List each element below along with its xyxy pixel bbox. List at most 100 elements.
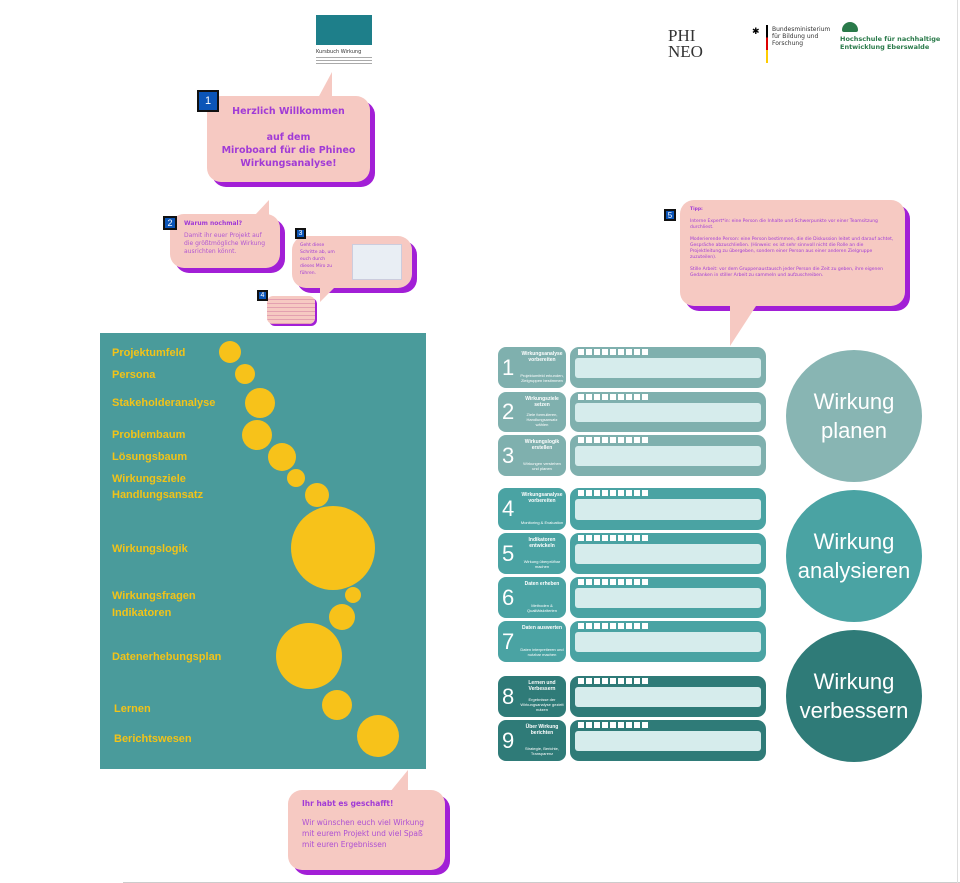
bubble-title: Ihr habt es geschafft!	[302, 799, 394, 808]
yellow-dot[interactable]	[329, 604, 355, 630]
step-subtitle: Projektumfeld erkunden, Zielgruppen best…	[520, 373, 564, 383]
yellow-dot[interactable]	[242, 420, 272, 450]
step-number: 7	[502, 628, 515, 654]
method-board[interactable]: Projektumfeld Persona Stakeholderanalyse…	[100, 333, 426, 769]
step-badge-5: 5	[664, 209, 676, 221]
yellow-dot[interactable]	[268, 443, 296, 471]
tree-icon	[842, 22, 858, 32]
step-frame-2[interactable]	[570, 392, 766, 432]
board-label[interactable]: Wirkungslogik	[112, 543, 188, 555]
step-subtitle: Daten interpretieren und nutzbar machen	[520, 647, 564, 657]
frame-header	[578, 623, 648, 629]
board-label[interactable]: Wirkungsziele	[112, 473, 186, 485]
step-frame-7[interactable]	[570, 621, 766, 662]
bubble-tail	[730, 306, 756, 346]
frame-header	[578, 579, 648, 585]
yellow-dot[interactable]	[305, 483, 329, 507]
step-frame-6[interactable]	[570, 577, 766, 618]
board-label[interactable]: Projektumfeld	[112, 347, 186, 359]
step-frame-4[interactable]	[570, 488, 766, 530]
frame-header	[578, 394, 648, 400]
board-label[interactable]: Indikatoren	[112, 607, 172, 619]
tip-line: Moderierende Person: eine Person bestimm…	[690, 237, 894, 260]
eagle-icon: ✱	[752, 27, 760, 37]
bubble-text: Geht diese Schritte ab, um euch durch di…	[300, 243, 335, 276]
step-number: 9	[502, 727, 515, 753]
step-number: 3	[502, 442, 515, 468]
why-bubble: Warum nochmal? Damit ihr euer Projekt au…	[170, 214, 280, 268]
frame-content	[575, 544, 761, 564]
step-subtitle: Wirkung überprüfbar machen	[523, 559, 561, 569]
yellow-dot[interactable]	[219, 341, 241, 363]
step-title: Wirkungsanalyse vorbereiten	[521, 351, 563, 363]
frame-header	[578, 349, 648, 355]
flag-bar	[766, 25, 768, 63]
board-label[interactable]: Wirkungsfragen	[112, 590, 196, 602]
kursbuch-thumbnail[interactable]: Kursbuch Wirkung	[316, 15, 372, 69]
bmbf-text: Bundesministerium für Bildung und Forsch…	[772, 26, 831, 47]
step-number: 8	[502, 683, 515, 709]
yellow-dot[interactable]	[235, 364, 255, 384]
yellow-dot[interactable]	[287, 469, 305, 487]
yellow-dot[interactable]	[357, 715, 399, 757]
frame-content	[575, 687, 761, 707]
bmbf-logo: ✱ Bundesministerium für Bildung und Fors…	[752, 25, 831, 63]
phineo-logo: PHI NEO	[668, 26, 703, 61]
board-label[interactable]: Lernen	[114, 703, 151, 715]
yellow-dot[interactable]	[345, 587, 361, 603]
tip-title: Tipp:	[690, 207, 703, 212]
frame-content	[575, 588, 761, 608]
step-subtitle: Wirkungen verstehen und planen	[523, 461, 561, 471]
navigate-bubble: Geht diese Schritte ab, um euch durch di…	[292, 236, 412, 288]
canvas-border	[957, 0, 958, 883]
board-label[interactable]: Stakeholderanalyse	[112, 397, 216, 409]
step-number: 5	[502, 540, 515, 566]
step-frame-8[interactable]	[570, 676, 766, 717]
step-number: 4	[502, 496, 515, 521]
step-title: Indikatoren entwickeln	[528, 537, 556, 549]
step-badge-3: 3	[295, 228, 306, 239]
thumbnail-title: Kursbuch Wirkung	[316, 49, 362, 55]
board-label[interactable]: Datenerhebungsplan	[112, 651, 222, 663]
small-bubble	[267, 296, 315, 324]
step-badge-2: 2	[163, 216, 177, 230]
yellow-dot[interactable]	[276, 623, 342, 689]
yellow-dot[interactable]	[322, 690, 352, 720]
tip-bubble: Tipp: Interne Expert*in: eine Person die…	[680, 200, 905, 306]
step-frame-9[interactable]	[570, 720, 766, 761]
frame-content	[575, 499, 761, 520]
frame-header	[578, 535, 648, 541]
tip-line: Interne Expert*in: eine Person die Inhal…	[690, 219, 878, 230]
step-subtitle: Methoden & Qualitätskriterien	[526, 603, 557, 613]
yellow-dot[interactable]	[291, 506, 375, 590]
bubble-text: Wir wünschen euch viel Wirkung mit eurem…	[302, 818, 425, 849]
step-frame-5[interactable]	[570, 533, 766, 574]
frame-header	[578, 678, 648, 684]
board-label[interactable]: Lösungsbaum	[112, 451, 188, 463]
board-label[interactable]: Berichtswesen	[114, 733, 192, 745]
thumbnail-image	[316, 15, 372, 45]
phase-plan: Wirkung planen	[786, 350, 922, 482]
step-title: Lernen und Verbessern	[528, 680, 556, 692]
step-number: 2	[502, 399, 515, 424]
board-label[interactable]: Problembaum	[112, 429, 186, 441]
frame-content	[575, 358, 761, 378]
screenshot-preview	[352, 244, 402, 280]
frame-content	[575, 632, 761, 652]
welcome-bubble: Herzlich Willkommen auf dem Miroboard fü…	[207, 96, 370, 182]
step-title: Über Wirkung berichten	[525, 724, 559, 736]
step-frame-3[interactable]	[570, 435, 766, 476]
step-frame-1[interactable]	[570, 347, 766, 388]
board-label[interactable]: Persona	[112, 369, 156, 381]
board-label[interactable]: Handlungsansatz	[112, 489, 204, 501]
yellow-dot[interactable]	[245, 388, 275, 418]
